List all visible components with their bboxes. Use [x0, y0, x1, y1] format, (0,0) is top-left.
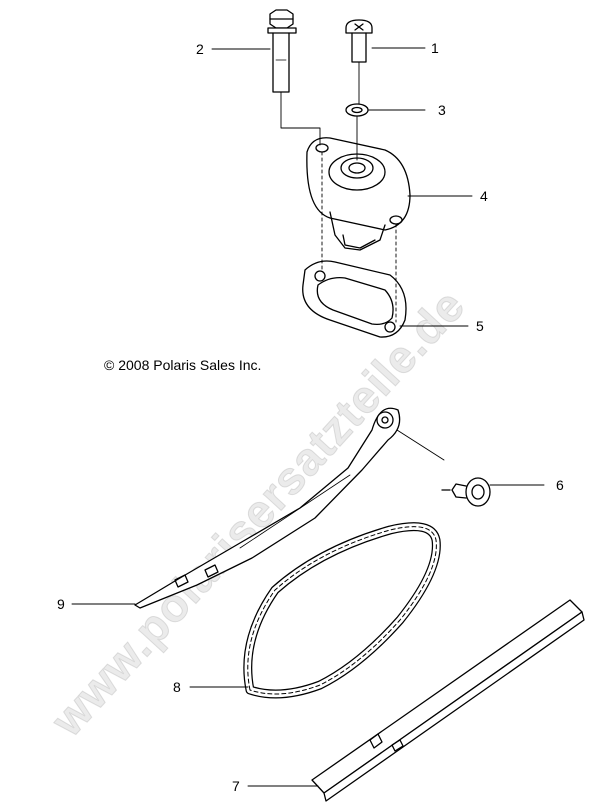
copyright-text: © 2008 Polaris Sales Inc.	[104, 357, 262, 373]
part-8-cam-chain	[243, 522, 441, 699]
part-3-washer	[345, 103, 369, 117]
part-7-chain-guide	[311, 599, 585, 802]
callout-6: 6	[556, 477, 564, 493]
part-6-pivot-bolt	[441, 477, 491, 507]
callout-2: 2	[196, 41, 204, 57]
part-9-chain-guide-arm	[134, 407, 401, 609]
leader-lines	[71, 47, 545, 787]
part-5-gasket	[302, 260, 407, 338]
part-4-tensioner	[306, 137, 411, 251]
callout-9: 9	[57, 596, 65, 612]
callout-5: 5	[476, 318, 484, 334]
part-2-hex-bolt	[267, 9, 297, 93]
callout-1: 1	[431, 40, 439, 56]
callout-7: 7	[232, 778, 240, 794]
callout-4: 4	[480, 188, 488, 204]
part-1-phillips-screw	[345, 19, 373, 63]
callout-3: 3	[438, 102, 446, 118]
callout-8: 8	[173, 679, 181, 695]
assembly-lines	[280, 61, 397, 323]
